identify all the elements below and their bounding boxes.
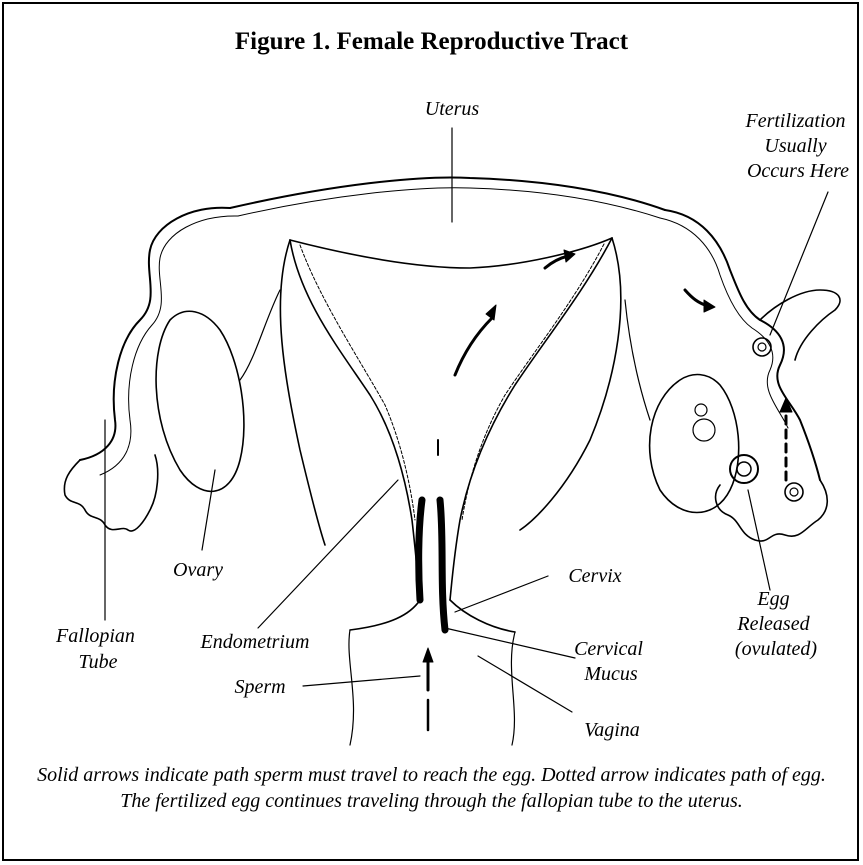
- leader-cervix: [455, 576, 548, 612]
- label-endometrium: Endometrium: [200, 631, 310, 653]
- fallopian-tube-right-inner: [660, 218, 788, 428]
- label-cervix: Cervix: [568, 565, 621, 587]
- fertilized-egg-icon: [753, 338, 771, 356]
- fallopian-tube-left: [80, 208, 230, 460]
- label-fertilization: Fertilization Usually Occurs Here: [745, 110, 851, 182]
- label-sperm: Sperm: [234, 676, 285, 698]
- uterus-top-outline: [230, 177, 665, 210]
- uterus-left-wall: [290, 240, 420, 600]
- egg-tube-icon: [785, 483, 803, 501]
- cervical-mucus-right: [440, 500, 445, 630]
- broad-ligament-left: [280, 240, 325, 545]
- vagina-right-wall: [511, 632, 515, 745]
- vagina-left-wall: [349, 630, 354, 745]
- fimbriae-left: [64, 455, 157, 531]
- fallopian-tube-left-inner: [100, 216, 238, 475]
- follicle-medium-icon: [693, 419, 715, 441]
- cervix-left: [350, 600, 420, 630]
- endometrium-right: [462, 244, 604, 520]
- cervix-right: [450, 600, 515, 632]
- egg-released-icon: [730, 455, 758, 483]
- label-ovary: Ovary: [173, 559, 223, 581]
- endometrium-left: [300, 245, 415, 520]
- fallopian-tube-right: [665, 210, 820, 480]
- ovarian-ligament-right: [625, 300, 650, 420]
- broad-ligament-right: [520, 238, 621, 530]
- label-fallopian-tube: Fallopian Tube: [55, 625, 140, 673]
- uterine-cavity-top: [290, 238, 612, 268]
- leader-endometrium: [258, 480, 398, 628]
- label-vagina: Vagina: [584, 719, 640, 741]
- sperm-arrow-uterus: [455, 318, 492, 375]
- leader-ovary: [202, 470, 215, 550]
- label-cervical-mucus: Cervical Mucus: [574, 638, 648, 685]
- ovarian-ligament-left: [240, 290, 280, 380]
- fimbriae-right: [716, 480, 828, 541]
- leader-sperm: [303, 676, 420, 686]
- label-egg-released: Egg Released (ovulated): [735, 588, 818, 660]
- ovary-left: [156, 311, 244, 491]
- label-uterus: Uterus: [425, 98, 480, 120]
- cervical-mucus-left: [419, 500, 422, 600]
- uterus-right-wall: [450, 238, 612, 600]
- leader-vagina: [478, 656, 572, 712]
- leader-fertilization: [770, 192, 828, 335]
- follicle-small-icon: [695, 404, 707, 416]
- ovary-right: [650, 375, 739, 513]
- figure-caption: Solid arrows indicate path sperm must tr…: [30, 762, 833, 814]
- leader-cervical-mucus: [445, 628, 575, 658]
